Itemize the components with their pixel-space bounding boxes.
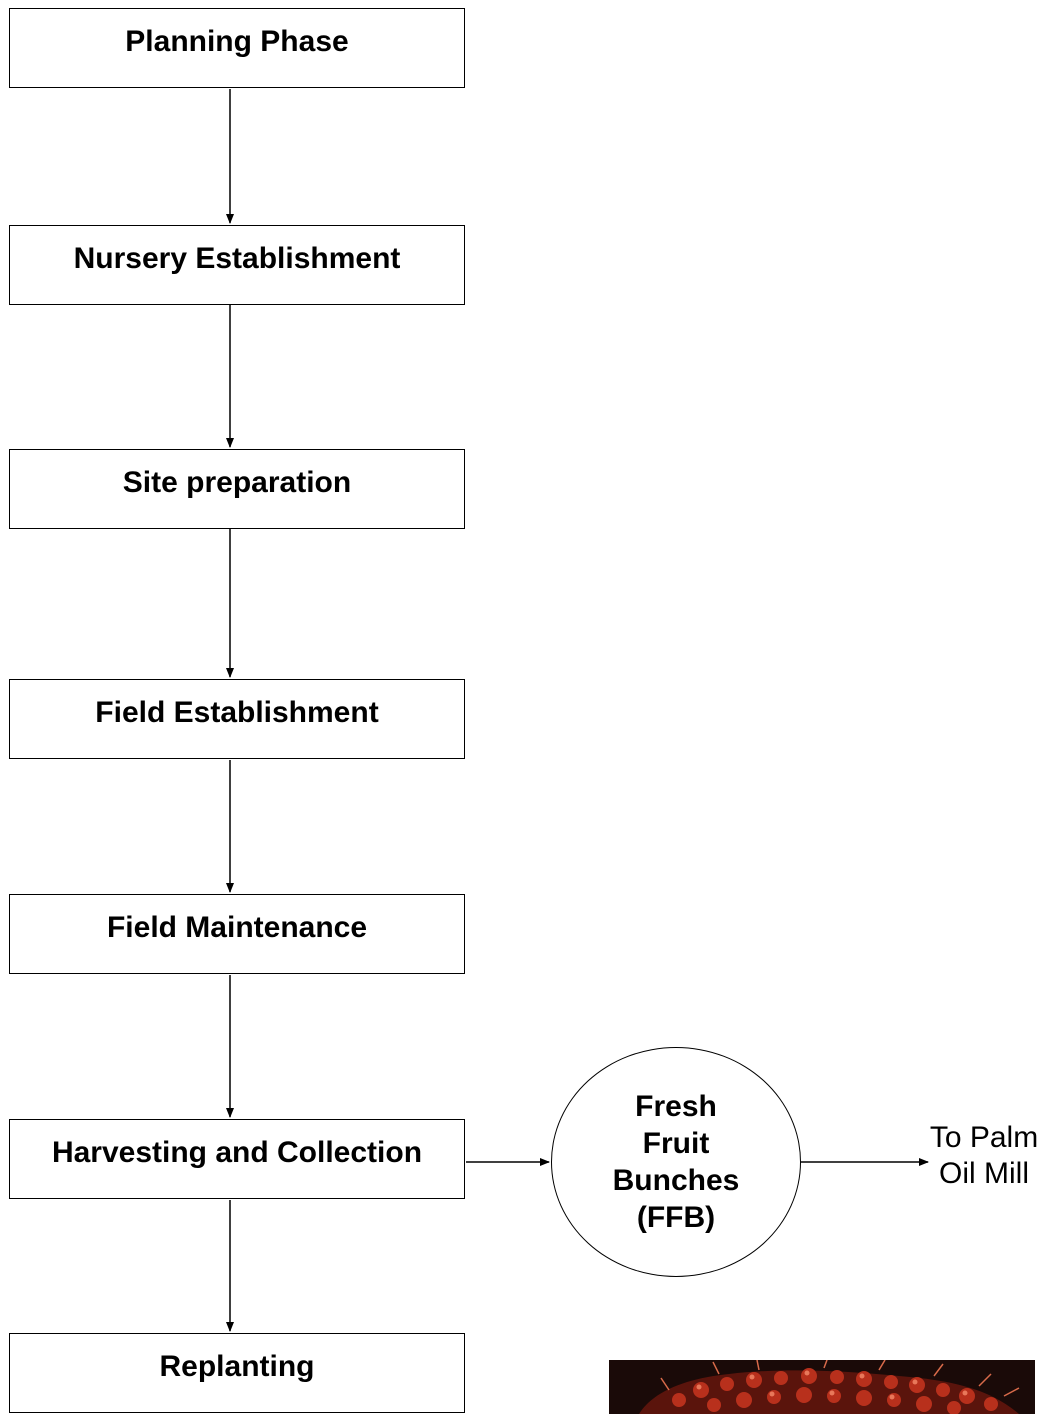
ffb-line-2: Fruit <box>642 1127 710 1160</box>
step-site-preparation: Site preparation <box>9 449 465 529</box>
fruit-bunch-image <box>609 1360 1035 1414</box>
ffb-product-node: Fresh Fruit Bunches (FFB) <box>551 1047 801 1277</box>
step-field-establishment: Field Establishment <box>9 679 465 759</box>
fruit-bunch-photo <box>609 1360 1035 1414</box>
destination-line-2: Oil Mill <box>939 1157 1029 1190</box>
ffb-line-4: (FFB) <box>636 1201 716 1234</box>
step-field-maintenance: Field Maintenance <box>9 894 465 974</box>
step-label: Field Maintenance <box>106 911 368 944</box>
ffb-line-3: Bunches <box>612 1164 740 1197</box>
step-label: Planning Phase <box>125 25 349 58</box>
step-label: Replanting <box>159 1350 315 1383</box>
step-planning-phase: Planning Phase <box>9 8 465 88</box>
step-label: Field Establishment <box>95 696 379 729</box>
step-harvesting-and-collection: Harvesting and Collection <box>9 1119 465 1199</box>
step-label: Nursery Establishment <box>73 242 401 275</box>
step-replanting: Replanting <box>9 1333 465 1413</box>
destination-label: To Palm Oil Mill <box>920 1120 1048 1192</box>
step-label: Harvesting and Collection <box>51 1136 423 1169</box>
ffb-line-1: Fresh <box>635 1090 717 1123</box>
step-nursery-establishment: Nursery Establishment <box>9 225 465 305</box>
step-label: Site preparation <box>122 466 352 499</box>
destination-line-1: To Palm <box>929 1121 1039 1154</box>
